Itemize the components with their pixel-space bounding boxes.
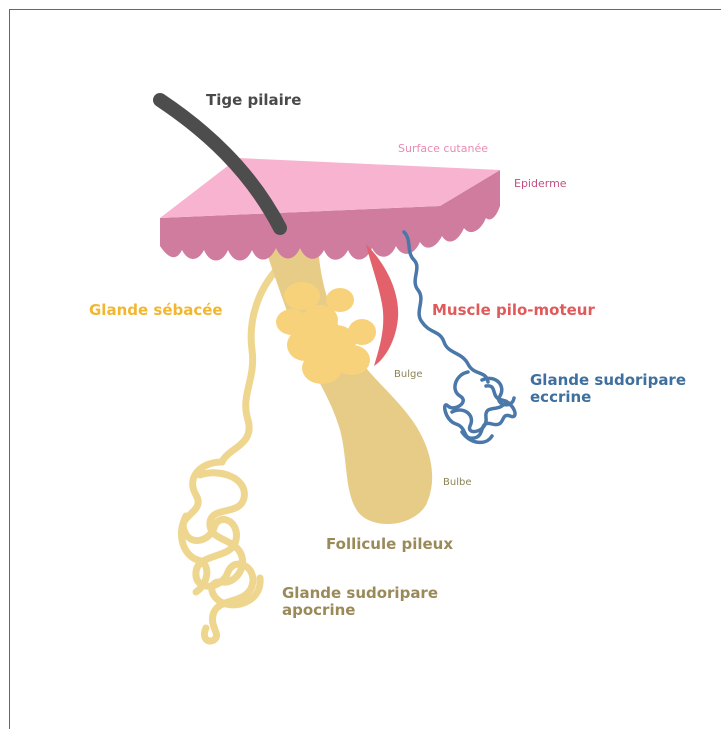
bulge-label: Bulge <box>394 369 422 381</box>
apocrine-gland-label: Glande sudoripare apocrine <box>282 585 482 620</box>
arrector-pili-label: Muscle pilo-moteur <box>432 302 595 319</box>
arrector-pili-muscle <box>366 244 398 366</box>
hair-shaft-label: Tige pilaire <box>206 92 301 109</box>
eccrine-gland-label: Glande sudoripare eccrine <box>530 372 690 407</box>
bulb-label: Bulbe <box>443 477 471 489</box>
apocrine-gland <box>182 268 278 641</box>
skin-surface-label: Surface cutanée <box>398 143 488 156</box>
hair-follicle-label: Follicule pileux <box>326 536 453 553</box>
sebaceous-gland-label: Glande sébacée <box>89 302 223 319</box>
eccrine-gland <box>404 232 515 442</box>
epidermis-label: Epiderme <box>514 178 567 191</box>
